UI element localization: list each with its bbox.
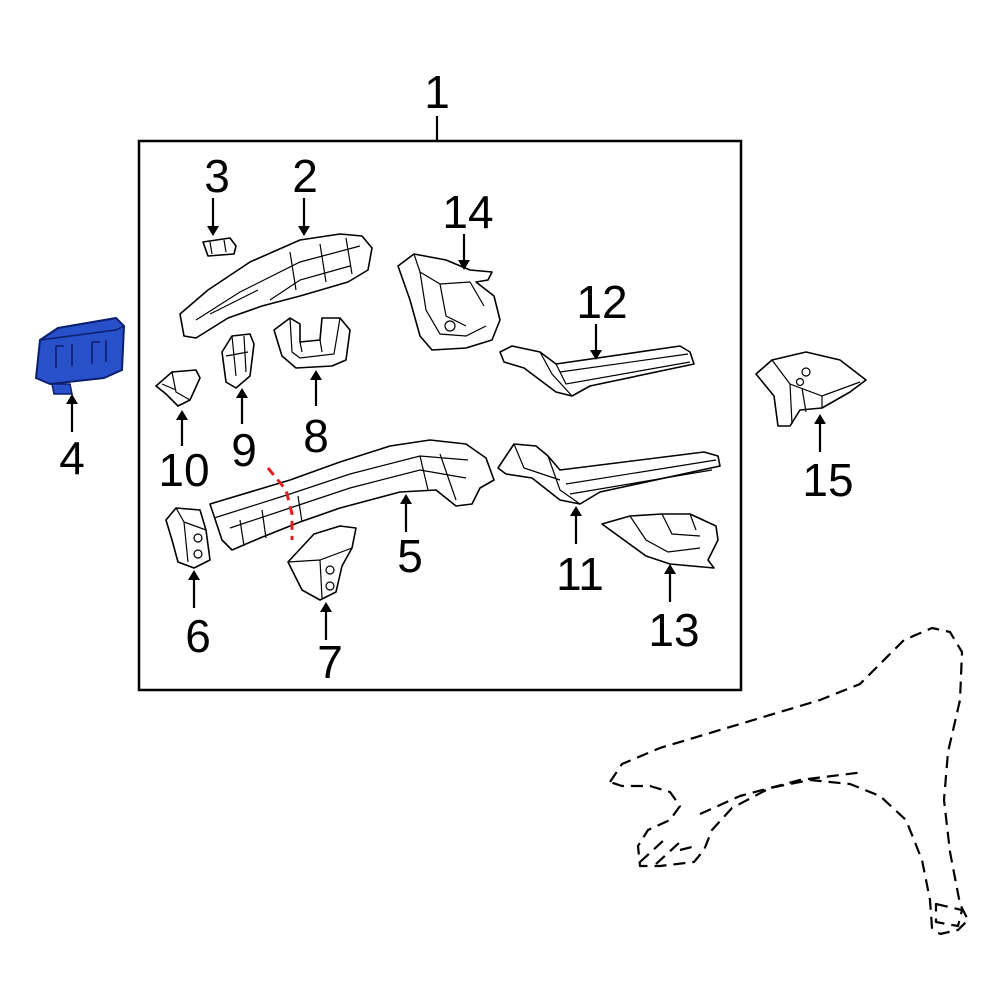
callout-6: 6 [185,610,211,662]
part-2[interactable] [179,233,373,339]
part-9[interactable] [221,333,255,389]
callout-5: 5 [397,530,423,582]
callout-12: 12 [576,276,627,328]
part-14[interactable] [397,253,501,351]
callout-8-arrowhead [310,370,322,380]
callout-3: 3 [204,150,230,202]
part-5[interactable] [209,439,495,551]
callout-10: 10 [158,444,209,496]
part-7[interactable] [287,525,357,601]
callout-9-arrowhead [236,388,248,398]
callout-11-arrowhead [570,506,582,516]
assembly-frame [137,139,743,692]
callout-2: 2 [292,150,318,202]
callout-11: 11 [556,548,604,600]
callout-12-arrowhead [590,350,602,360]
part-10[interactable] [155,369,201,407]
callout-14-arrowhead [458,260,470,270]
part-12[interactable] [499,345,695,397]
fender-outline [608,626,970,936]
callout-2-arrowhead [298,226,310,236]
part-8[interactable] [273,317,351,369]
callout-9: 9 [231,424,257,476]
callout-3-arrowhead [207,226,219,236]
callout-4: 4 [59,432,85,484]
callout-4-arrowhead [66,394,78,404]
part-3[interactable] [202,237,237,257]
callout-1: 1 [424,66,450,118]
callout-13: 13 [648,604,699,656]
part-15[interactable] [755,351,867,427]
part-11[interactable] [497,443,721,505]
callout-10-arrowhead [176,410,188,420]
callout-8: 8 [303,410,329,462]
callout-7-arrowhead [320,602,332,612]
part-4-tab [51,383,73,395]
callout-7: 7 [317,636,343,688]
callout-6-arrowhead [188,570,200,580]
callout-5-arrowhead [400,494,412,504]
cut-line [266,467,294,540]
callout-15-arrowhead [814,414,826,424]
part-6[interactable] [165,507,211,569]
callout-14: 14 [442,186,493,238]
callout-15: 15 [802,454,853,506]
part-4-highlighted[interactable] [34,316,126,395]
part-13[interactable] [601,513,719,569]
callout-13-arrowhead [664,564,676,574]
part-4-body [34,316,126,386]
